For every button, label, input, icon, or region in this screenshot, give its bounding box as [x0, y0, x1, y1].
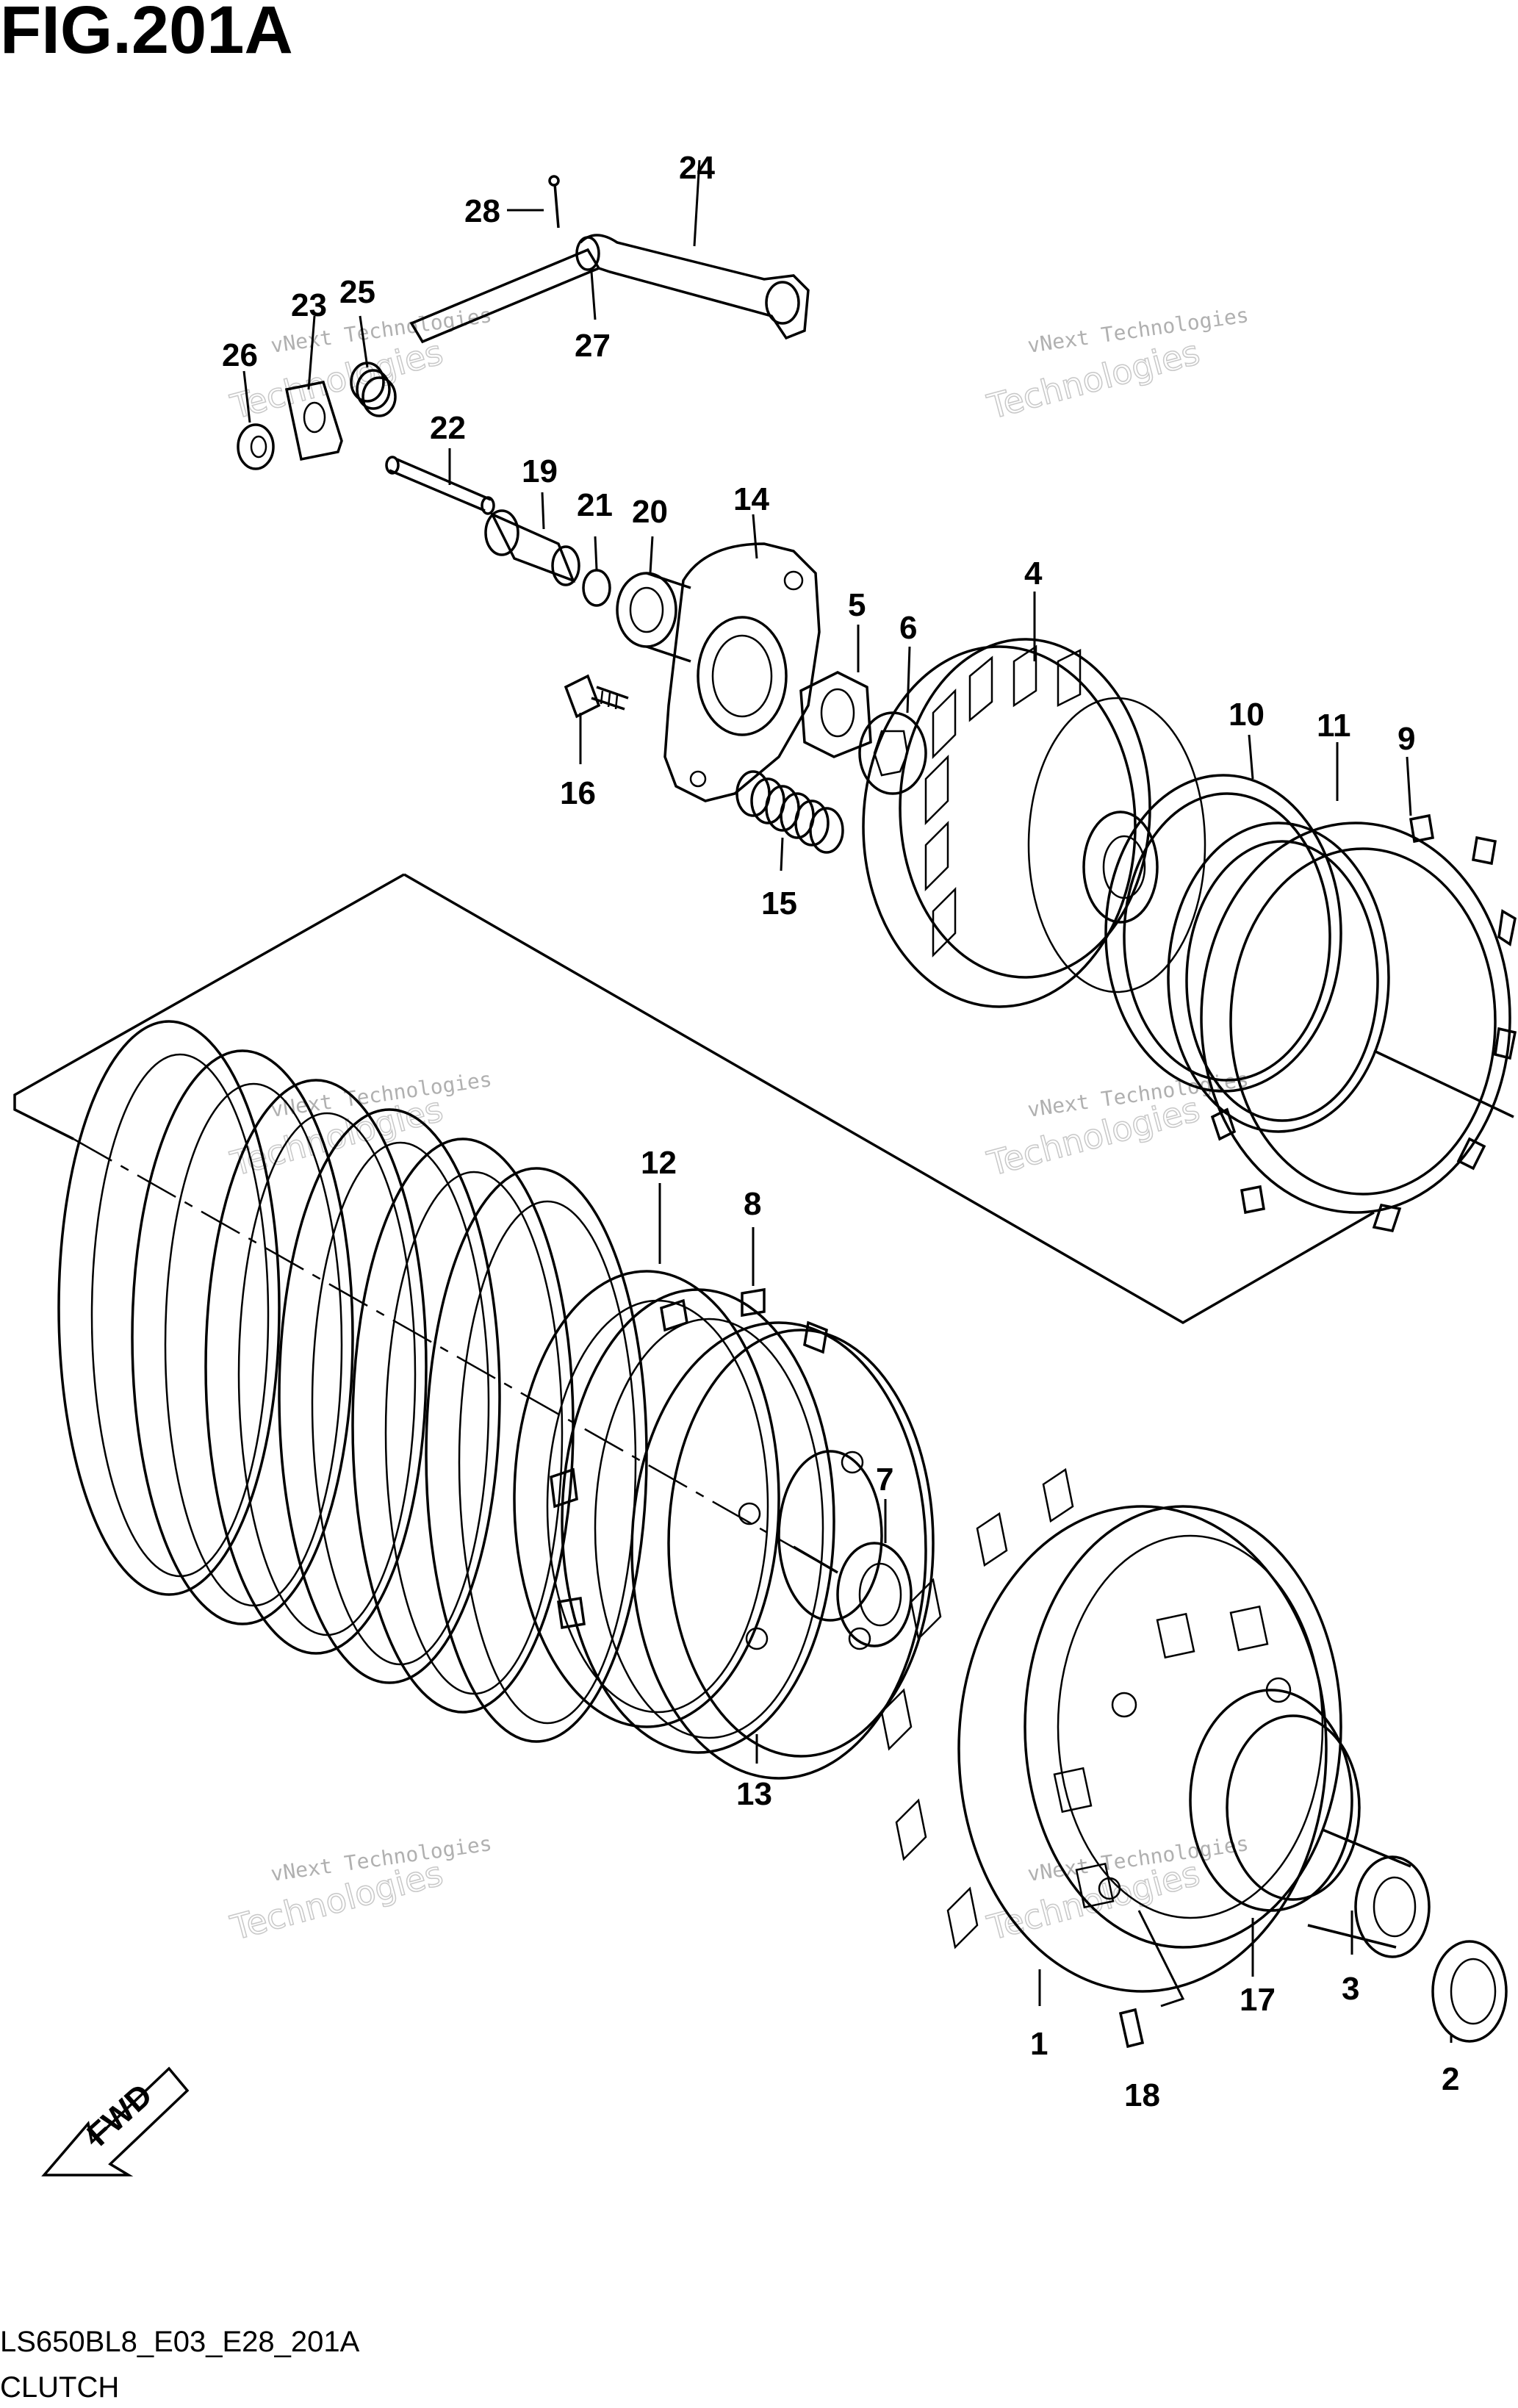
- thrust-washer-part-2: [1431, 1940, 1508, 2043]
- callout-27: 27: [575, 328, 611, 364]
- friction-plate-part-8: [550, 1287, 835, 1754]
- circlip-part-21: [582, 569, 611, 607]
- callout-labels: 24 28 27 23 25 26 22 19 21 20 14 5 6 4 1…: [222, 150, 1459, 2113]
- callout-28: 28: [464, 193, 500, 229]
- callout-5: 5: [848, 587, 866, 623]
- washer-part-7: [836, 1542, 913, 1647]
- split-pin-part-28: [548, 175, 560, 229]
- callout-9: 9: [1398, 721, 1415, 757]
- drive-plate-part-9: [1200, 813, 1517, 1233]
- clutch-spring-part-15: [735, 770, 844, 854]
- callout-8: 8: [744, 1186, 761, 1222]
- callout-15: 15: [761, 885, 797, 921]
- callout-17: 17: [1240, 1982, 1276, 2018]
- callout-18: 18: [1124, 2077, 1160, 2113]
- diagram-name: CLUTCH: [0, 2371, 119, 2404]
- callout-19: 19: [522, 453, 558, 489]
- callout-25: 25: [339, 274, 375, 310]
- spacer-part-3: [1307, 1828, 1431, 1958]
- callout-26: 26: [222, 337, 258, 373]
- clutch-housing-part-1: [880, 1467, 1342, 1993]
- callout-14: 14: [733, 481, 769, 517]
- callout-1: 1: [1030, 2026, 1048, 2062]
- pin-part-18: [1118, 2008, 1145, 2049]
- callout-6: 6: [899, 610, 917, 646]
- callout-13: 13: [736, 1776, 772, 1812]
- clutch-hub-part-4: [862, 638, 1206, 1008]
- leader-lines: [242, 159, 1453, 2043]
- callout-20: 20: [632, 494, 668, 530]
- figure-title: FIG.201A: [0, 0, 293, 68]
- callout-7: 7: [876, 1462, 893, 1498]
- wave-washer-part-11: [1167, 822, 1390, 1133]
- callout-2: 2: [1442, 2061, 1459, 2097]
- pressure-plate-part-14: [663, 542, 821, 802]
- callout-22: 22: [430, 410, 466, 446]
- bolt-part-16: [564, 674, 629, 719]
- diagram-code: LS650BL8_E03_E28_201A: [0, 2326, 360, 2358]
- fwd-arrow-icon: FWD: [41, 2066, 190, 2177]
- callout-23: 23: [291, 287, 327, 323]
- callout-4: 4: [1024, 556, 1043, 592]
- release-shaft-part-24: [409, 234, 810, 344]
- watermark-group: vNext Technologies vNext Technologies vN…: [226, 303, 1250, 1949]
- washer-part-26: [237, 423, 275, 470]
- pressure-disc-part-13: [630, 1321, 935, 1780]
- gear-part-17: [1189, 1689, 1361, 1912]
- plate-stack: [57, 1020, 648, 1743]
- callout-11: 11: [1317, 708, 1351, 744]
- callout-10: 10: [1229, 697, 1265, 733]
- callout-3: 3: [1342, 1971, 1359, 2007]
- pin-part-22: [385, 456, 495, 515]
- bracket-part-23: [284, 380, 343, 461]
- callout-24: 24: [679, 150, 715, 186]
- push-piece-part-19: [484, 509, 580, 586]
- callout-16: 16: [560, 775, 596, 811]
- nut-part-5: [799, 671, 872, 758]
- plate-group-outline: [13, 873, 1514, 1574]
- callout-12: 12: [641, 1145, 677, 1181]
- callout-21: 21: [577, 487, 613, 523]
